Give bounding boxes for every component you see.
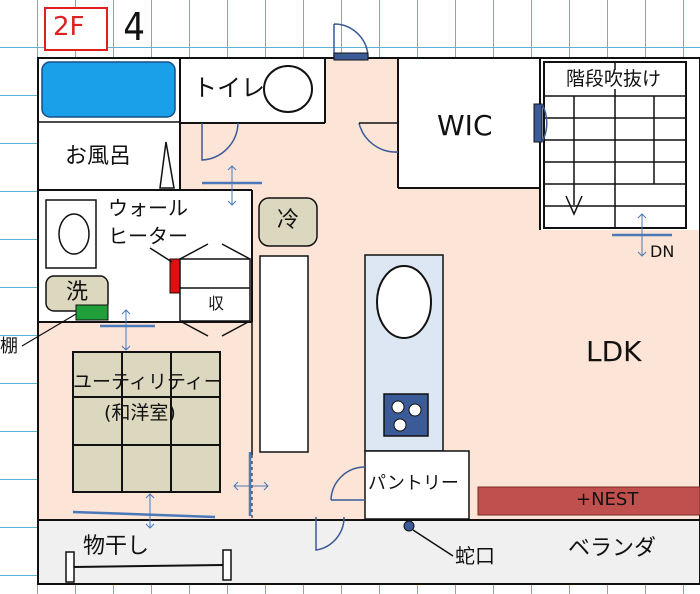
veranda-faucet-dot [403, 520, 415, 532]
wic-label: WIC [437, 109, 493, 142]
veranda-floor [38, 520, 700, 584]
fridge-box [258, 197, 318, 247]
floor-badge: 2F [53, 12, 85, 42]
utility-label-1: ユーティリティー [73, 371, 223, 393]
stair-void-label: 階段吹抜け [566, 68, 662, 90]
stair-down-label: DN [650, 242, 675, 261]
north-mark: 4 [123, 5, 145, 49]
cooktop [383, 393, 429, 437]
water-heater [169, 258, 181, 294]
shelf-label: 棚 [0, 336, 18, 357]
washer-label: 洗 [66, 280, 89, 305]
storage-label: 収 [208, 294, 225, 313]
fridge-label: 冷 [277, 208, 300, 233]
arrow-marks [121, 165, 647, 529]
toilet-label: トイレ [193, 74, 265, 102]
pantry-box [364, 450, 470, 520]
tatami-room [72, 351, 221, 493]
pantry-label: パントリー [368, 473, 459, 494]
staircase [543, 61, 687, 229]
door-swings [201, 23, 548, 551]
bath-faucet [159, 141, 175, 189]
water-heater-label-2: ヒーター [108, 224, 188, 248]
veranda-label: ベランダ [568, 536, 657, 561]
wic-floor [398, 58, 540, 188]
floor-badge-box [44, 7, 108, 51]
bathtub [41, 61, 176, 118]
kitchen-sink [376, 265, 432, 339]
storage-cabinet [179, 258, 251, 322]
side-counter [259, 255, 309, 453]
nest-bar [477, 486, 700, 516]
faucet-label: 蛇口 [455, 544, 495, 568]
nest-label: +NEST [576, 489, 639, 510]
toilet-bowl [263, 65, 313, 113]
utility-label-2: (和洋室) [104, 402, 176, 424]
bath-label: お風呂 [65, 144, 132, 169]
ldk-label: LDK [586, 335, 642, 368]
drying-pole [65, 549, 232, 583]
water-heater-label-1: ウォール [108, 196, 188, 220]
drying-label: 物干し [83, 534, 150, 559]
shelf-mark [75, 304, 109, 321]
